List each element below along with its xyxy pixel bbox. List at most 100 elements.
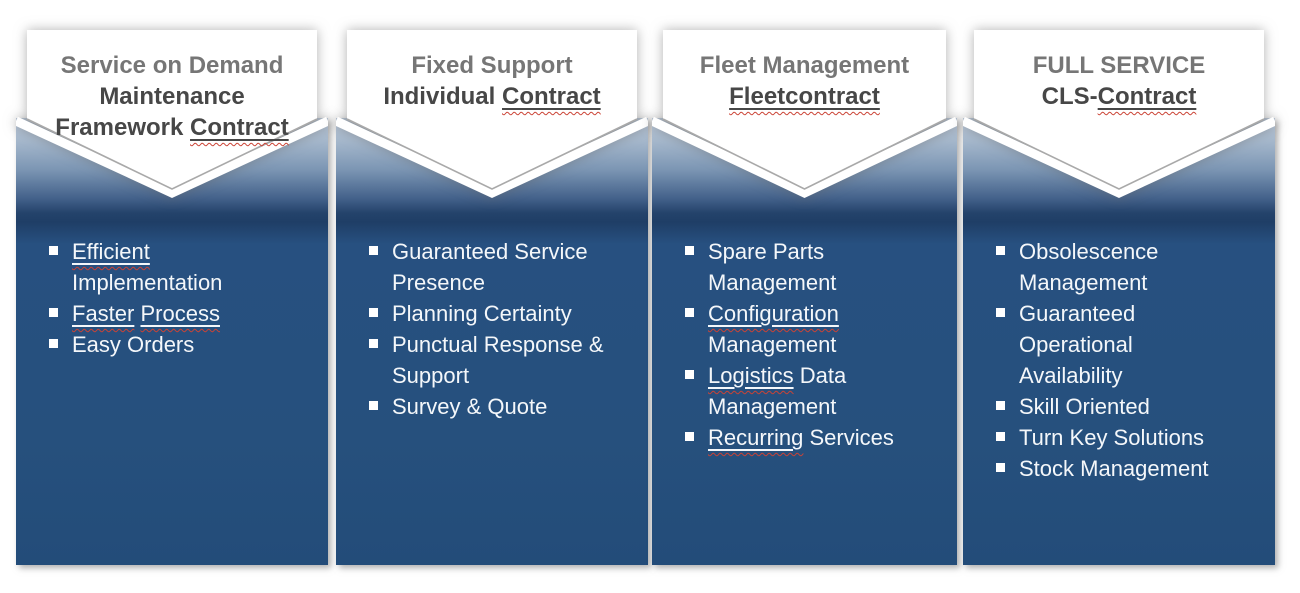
spellcheck-squiggle-text: Fleetcontract <box>729 83 880 110</box>
header-banner <box>650 30 959 205</box>
banner-chevron-shape <box>961 30 1277 198</box>
text-segment: CLS- <box>1041 83 1098 110</box>
header-title-line: Fixed Support <box>351 50 633 81</box>
text-segment: Obsolescence <box>1019 239 1159 264</box>
text-segment: Guaranteed Service <box>392 239 588 264</box>
text-segment: Fixed Support <box>411 52 573 79</box>
bullet-line: Faster Process <box>72 298 320 329</box>
header-title-line: Maintenance <box>31 81 313 112</box>
banner-chevron-shape <box>334 30 650 198</box>
bullet-line: Recurring Services <box>708 422 949 453</box>
underlined-text: Contract <box>502 83 601 110</box>
text-segment: Availability <box>1019 363 1123 388</box>
header-banner <box>14 30 330 205</box>
text-segment: Punctual Response & <box>392 332 604 357</box>
text-segment: Operational <box>1019 332 1133 357</box>
underlined-text: Fleetcontract <box>729 83 880 110</box>
bullet-line: Configuration <box>708 298 949 329</box>
spellcheck-squiggle-text: Logistics <box>708 363 794 388</box>
underlined-text: Contract <box>1098 83 1197 110</box>
bullet-line: Management <box>708 267 949 298</box>
bullet-line: Availability <box>1019 360 1267 391</box>
bullet-line: Management <box>1019 267 1267 298</box>
bullet-line: Presence <box>392 267 640 298</box>
text-segment: FULL SERVICE <box>1032 52 1206 79</box>
bullet-line: Spare Parts <box>708 236 949 267</box>
bullet-item: Planning Certainty <box>336 298 640 329</box>
bullet-line: Survey & Quote <box>392 391 640 422</box>
text-segment: Stock Management <box>1019 456 1209 481</box>
text-segment: Presence <box>392 270 485 295</box>
text-segment: Maintenance <box>99 83 245 110</box>
bullet-item: Recurring Services <box>652 422 949 453</box>
text-segment: Skill Oriented <box>1019 394 1150 419</box>
bullet-line: Management <box>708 391 949 422</box>
text-segment: Fleet Management <box>699 52 910 79</box>
bullet-line: Planning Certainty <box>392 298 640 329</box>
underlined-text: Logistics <box>708 363 794 388</box>
bullet-line: Operational <box>1019 329 1267 360</box>
text-segment: Management <box>708 270 837 295</box>
header-title-line: CLS-Contract <box>978 81 1260 112</box>
bullet-item: Stock Management <box>963 453 1267 484</box>
bullet-item: Turn Key Solutions <box>963 422 1267 453</box>
text-segment: Survey & Quote <box>392 394 548 419</box>
spellcheck-squiggle-text: Contract <box>1097 83 1197 110</box>
text-segment: Management <box>708 394 837 419</box>
bullet-line: Implementation <box>72 267 320 298</box>
bullet-line: Guaranteed Service <box>392 236 640 267</box>
text-segment: Implementation <box>72 270 223 295</box>
text-segment: Data <box>793 363 847 388</box>
spellcheck-squiggle-text: Faster <box>72 301 135 326</box>
text-segment: Spare Parts <box>708 239 825 264</box>
spellcheck-squiggle-text: Recurring <box>708 425 804 450</box>
underlined-text: Process <box>140 301 219 326</box>
bullet-line: Obsolescence <box>1019 236 1267 267</box>
bullet-item: Punctual Response & Support <box>336 329 640 391</box>
bullet-line: Stock Management <box>1019 453 1267 484</box>
text-segment: Management <box>708 332 837 357</box>
spellcheck-squiggle-text: Process <box>140 301 220 326</box>
bullet-line: Guaranteed <box>1019 298 1267 329</box>
bullet-item: Skill Oriented <box>963 391 1267 422</box>
spellcheck-squiggle-text: Contract <box>502 83 601 110</box>
bullet-line: Punctual Response & <box>392 329 640 360</box>
underlined-text: Efficient <box>72 239 150 264</box>
header-title-line: Framework Contract <box>31 112 313 143</box>
bullet-line: Logistics Data <box>708 360 949 391</box>
text-segment: Framework <box>55 114 191 141</box>
bullet-line: Management <box>708 329 949 360</box>
bullet-line: Skill Oriented <box>1019 391 1267 422</box>
bullet-item: Easy Orders <box>16 329 320 360</box>
header-title-line: FULL SERVICE <box>978 50 1260 81</box>
bullet-line: Support <box>392 360 640 391</box>
text-segment: Management <box>1019 270 1148 295</box>
header-banner <box>334 30 650 205</box>
bullet-line: Easy Orders <box>72 329 320 360</box>
header-title-line: Fleetcontract <box>667 81 942 112</box>
underlined-text: Contract <box>190 114 289 141</box>
bullet-line: Turn Key Solutions <box>1019 422 1267 453</box>
underlined-text: Faster <box>72 301 134 326</box>
spellcheck-squiggle-text: Contract <box>190 114 289 141</box>
bullet-item: Survey & Quote <box>336 391 640 422</box>
header-title-line: Fleet Management <box>667 50 942 81</box>
